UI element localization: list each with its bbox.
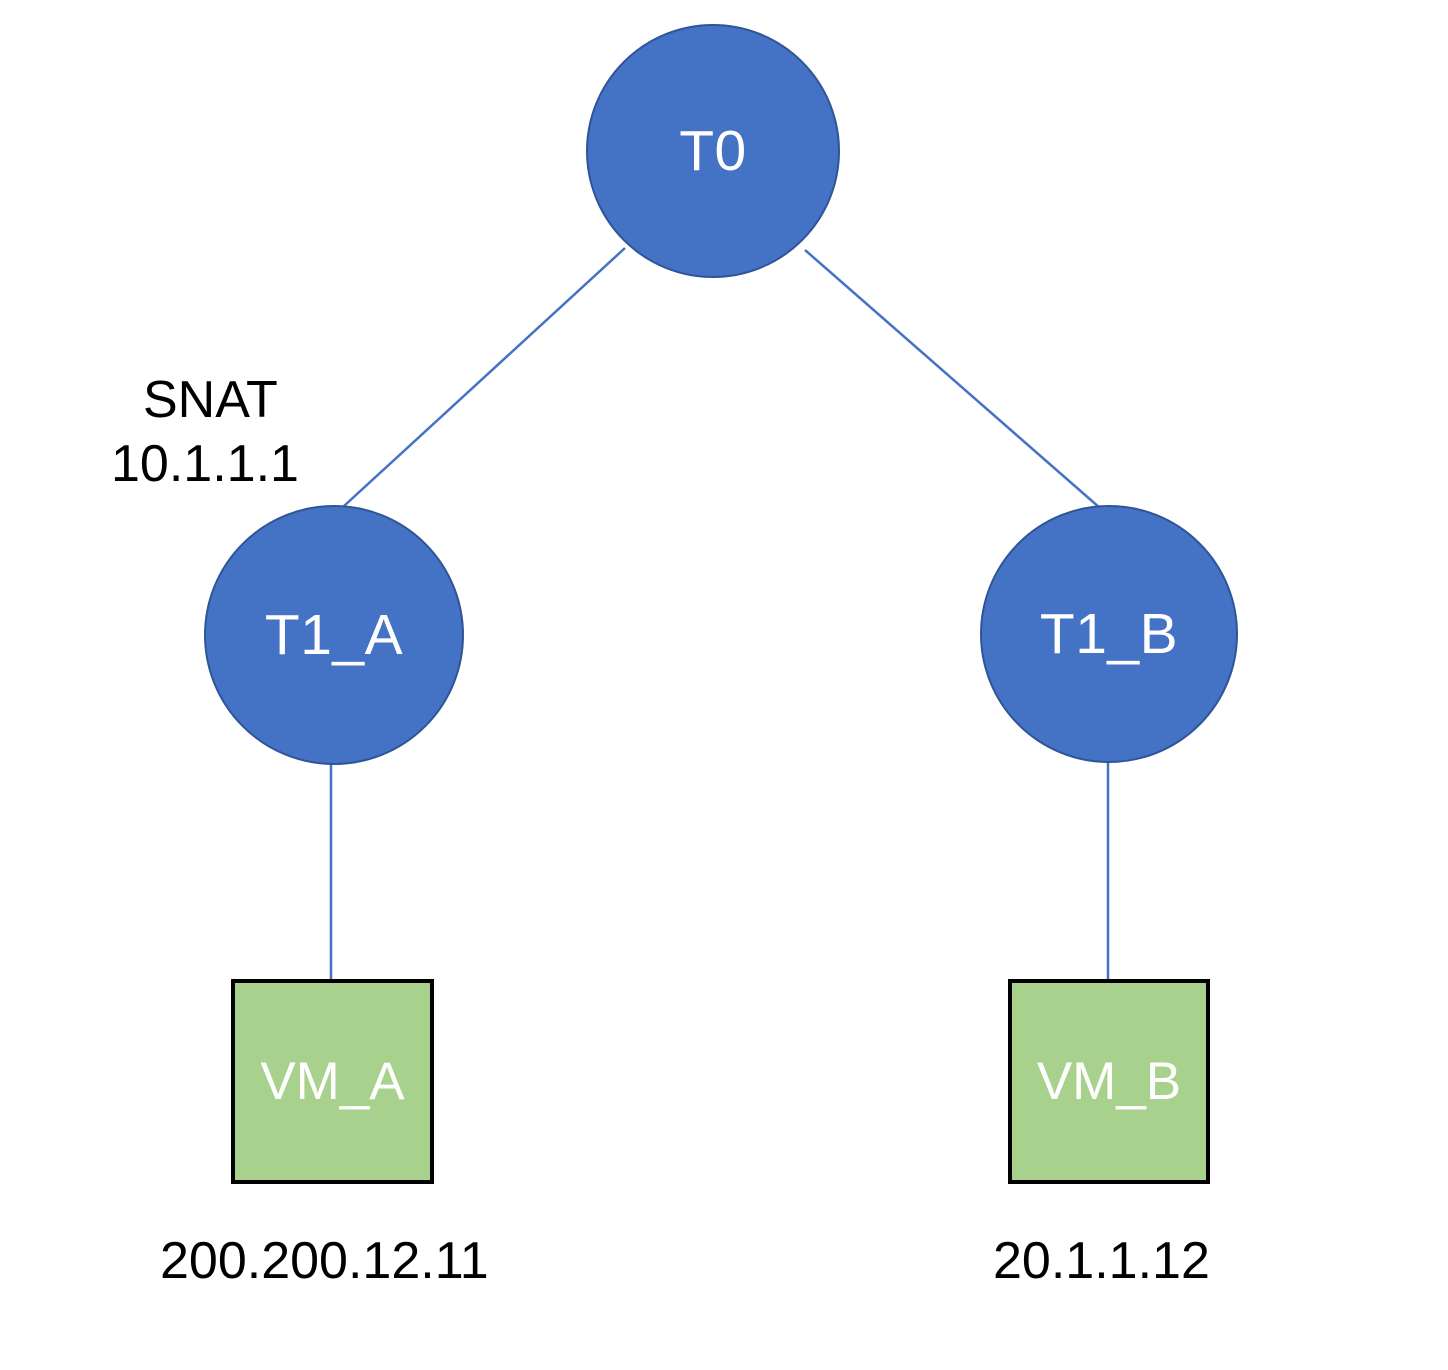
snat-annotation-ip: 10.1.1.1 — [111, 435, 299, 493]
node-t1-b-label: T1_B — [1039, 601, 1179, 666]
node-vm-a[interactable]: VM_A — [231, 979, 434, 1184]
node-vm-b[interactable]: VM_B — [1008, 979, 1210, 1184]
node-vm-b-label: VM_B — [1036, 1052, 1182, 1111]
node-t1-a-label: T1_A — [264, 602, 404, 667]
snat-annotation-title: SNAT — [143, 371, 278, 429]
edge-t0-to-t1a — [343, 247, 626, 507]
node-vm-a-label: VM_A — [260, 1052, 405, 1111]
node-t1-b-router[interactable]: T1_B — [980, 505, 1238, 763]
edge-t0-to-t1b — [804, 249, 1101, 509]
node-t1-a-router[interactable]: T1_A — [204, 505, 464, 765]
node-t0-router[interactable]: T0 — [586, 24, 840, 278]
vm-b-ip-label: 20.1.1.12 — [993, 1232, 1210, 1290]
node-t0-label: T0 — [679, 118, 747, 183]
vm-a-ip-label: 200.200.12.11 — [160, 1232, 489, 1290]
